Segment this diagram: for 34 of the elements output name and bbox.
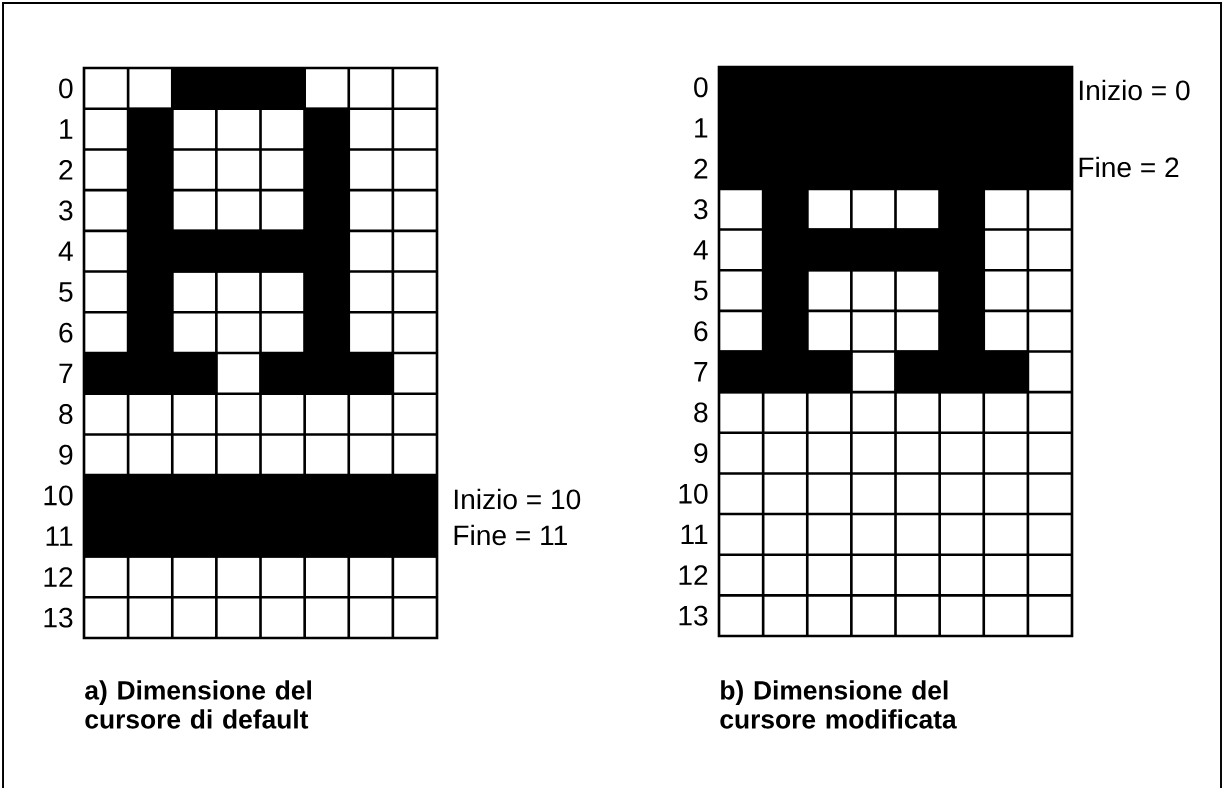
row-number: 1 xyxy=(60,119,73,139)
register-value: Fine = 11 xyxy=(454,524,567,546)
panel-caption: a) Dimensione del cursore di default xyxy=(85,680,311,729)
row-number: 13 xyxy=(679,605,708,626)
row-number: 13 xyxy=(44,607,73,628)
register-value: Inizio = 10 xyxy=(454,488,581,510)
row-number: 7 xyxy=(694,362,708,382)
row-number: 6 xyxy=(694,321,708,342)
row-number: 5 xyxy=(59,282,73,302)
row-number: 0 xyxy=(694,77,708,98)
row-number: 4 xyxy=(693,240,708,260)
row-number: 11 xyxy=(681,524,708,545)
row-number: 5 xyxy=(694,280,708,301)
row-number: 8 xyxy=(59,404,73,424)
row-number: 3 xyxy=(59,200,73,221)
row-number: 3 xyxy=(694,199,708,220)
row-number: 2 xyxy=(59,160,73,180)
row-number: 12 xyxy=(679,565,708,585)
row-number: 0 xyxy=(59,78,73,99)
row-number: 12 xyxy=(44,567,73,587)
row-number: 9 xyxy=(59,444,73,465)
row-number: 4 xyxy=(58,241,73,261)
row-number: 1 xyxy=(695,118,708,138)
row-number: 8 xyxy=(694,402,708,423)
register-value: Inizio = 0 xyxy=(1079,79,1190,101)
row-number: 10 xyxy=(679,483,708,504)
row-number: 2 xyxy=(694,158,708,179)
row-number: 7 xyxy=(59,363,73,383)
panel-caption: b) Dimensione del cursore modificata xyxy=(720,680,957,729)
row-number: 6 xyxy=(59,322,73,343)
row-number: 9 xyxy=(694,443,708,464)
row-number: 10 xyxy=(44,485,73,506)
row-number: 11 xyxy=(46,526,73,546)
register-value: Fine = 2 xyxy=(1079,156,1179,178)
